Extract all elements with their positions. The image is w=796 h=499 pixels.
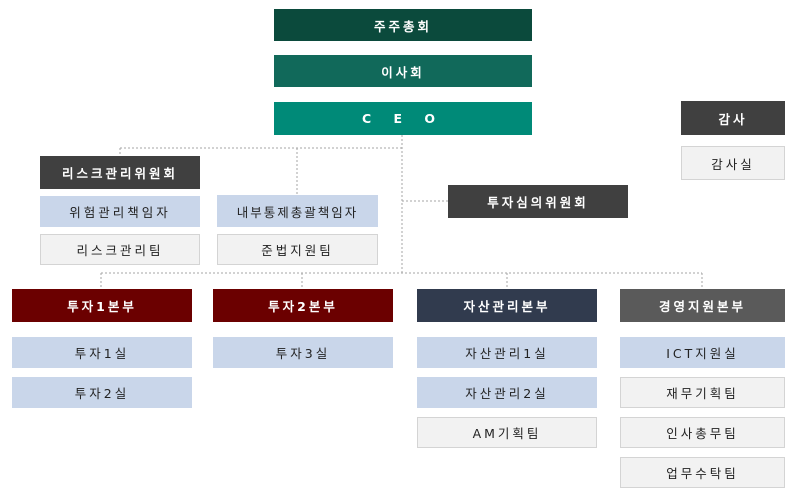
shareholders-meeting-box: 주주총회 xyxy=(274,9,532,41)
management-support-division-box: 경영지원본부 xyxy=(620,289,785,322)
investment-committee-box: 투자심의위원회 xyxy=(448,185,628,218)
investment-division-1-box: 투자1본부 xyxy=(12,289,192,322)
risk-team-box: 리스크관리팀 xyxy=(40,234,200,265)
compliance-team-box: 준법지원팀 xyxy=(217,234,378,265)
ceo-box: C E O xyxy=(274,102,532,135)
compliance-officer-box: 내부통제총괄책임자 xyxy=(217,195,378,227)
division-unit-box: 자산관리1실 xyxy=(417,337,597,368)
division-unit-box: 재무기획팀 xyxy=(620,377,785,408)
investment-division-2-box: 투자2본부 xyxy=(213,289,393,322)
division-unit-box: 투자3실 xyxy=(213,337,393,368)
audit-office-box: 감사실 xyxy=(681,146,785,180)
audit-box: 감사 xyxy=(681,101,785,135)
division-unit-box: 투자1실 xyxy=(12,337,192,368)
division-unit-box: 업무수탁팀 xyxy=(620,457,785,488)
division-unit-box: 자산관리2실 xyxy=(417,377,597,408)
risk-officer-box: 위험관리책임자 xyxy=(40,196,200,227)
asset-management-division-box: 자산관리본부 xyxy=(417,289,597,322)
division-unit-box: AM기획팀 xyxy=(417,417,597,448)
board-of-directors-box: 이사회 xyxy=(274,55,532,87)
division-unit-box: 투자2실 xyxy=(12,377,192,408)
division-unit-box: 인사총무팀 xyxy=(620,417,785,448)
division-unit-box: ICT지원실 xyxy=(620,337,785,368)
risk-committee-box: 리스크관리위원회 xyxy=(40,156,200,189)
